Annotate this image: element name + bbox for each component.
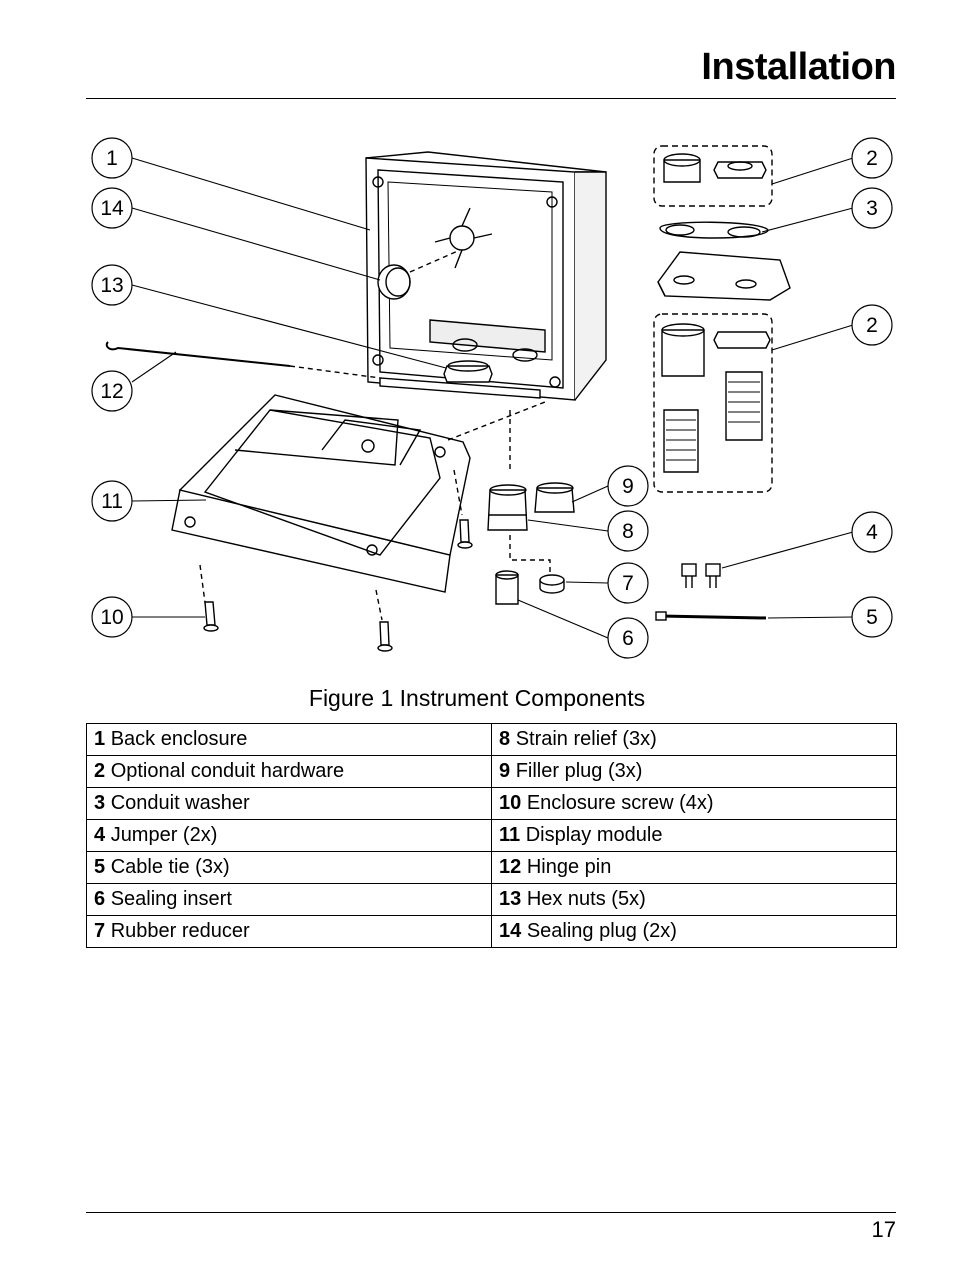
- header-divider: [86, 98, 896, 99]
- table-row: 1 Back enclosure 8 Strain relief (3x): [86, 723, 897, 756]
- page-number: 17: [871, 1217, 896, 1242]
- callout-14: 14: [100, 197, 124, 220]
- callout-5: 5: [866, 606, 878, 629]
- table-cell: 3 Conduit washer: [86, 787, 492, 820]
- table-cell: 13 Hex nuts (5x): [491, 883, 897, 916]
- item-label: Sealing insert: [110, 888, 232, 910]
- table-cell: 4 Jumper (2x): [86, 819, 492, 852]
- item-label: Hex nuts (5x): [526, 888, 646, 910]
- item-label: Strain relief (3x): [515, 728, 657, 750]
- callout-2-bottom: 2: [866, 314, 878, 337]
- table-cell: 7 Rubber reducer: [86, 915, 492, 948]
- item-label: Conduit washer: [110, 792, 250, 814]
- item-number: 2: [94, 760, 106, 782]
- callout-3: 3: [866, 197, 878, 220]
- item-number: 4: [94, 824, 106, 846]
- item-number: 12: [499, 856, 522, 878]
- item-number: 5: [94, 856, 106, 878]
- callout-12: 12: [100, 380, 123, 403]
- table-cell: 2 Optional conduit hardware: [86, 755, 492, 788]
- callout-7: 7: [622, 572, 634, 595]
- table-cell: 6 Sealing insert: [86, 883, 492, 916]
- table-cell: 1 Back enclosure: [86, 723, 492, 756]
- item-number: 3: [94, 792, 106, 814]
- item-label: Jumper (2x): [110, 824, 218, 846]
- item-number: 13: [499, 888, 522, 910]
- table-cell: 10 Enclosure screw (4x): [491, 787, 897, 820]
- callout-2-top: 2: [866, 147, 878, 170]
- exploded-view-drawing: 1 14 13 12 11 10 2 3 2 9 8 7 6 4 5: [91, 137, 893, 659]
- table-cell: 14 Sealing plug (2x): [491, 915, 897, 948]
- table-cell: 8 Strain relief (3x): [491, 723, 897, 756]
- item-number: 11: [499, 824, 521, 846]
- table-row: 7 Rubber reducer 14 Sealing plug (2x): [86, 915, 897, 948]
- item-label: Rubber reducer: [110, 920, 250, 942]
- item-number: 6: [94, 888, 106, 910]
- callout-11: 11: [101, 490, 123, 513]
- item-label: Enclosure screw (4x): [526, 792, 714, 814]
- item-number: 7: [94, 920, 106, 942]
- footer-divider: [86, 1212, 896, 1213]
- callout-8: 8: [622, 520, 634, 543]
- components-table: 1 Back enclosure 8 Strain relief (3x) 2 …: [86, 723, 897, 948]
- callout-6: 6: [622, 627, 634, 650]
- table-cell: 9 Filler plug (3x): [491, 755, 897, 788]
- table-row: 3 Conduit washer 10 Enclosure screw (4x): [86, 787, 897, 820]
- item-label: Back enclosure: [110, 728, 248, 750]
- item-label: Hinge pin: [526, 856, 612, 878]
- item-label: Display module: [525, 824, 663, 846]
- table-row: 2 Optional conduit hardware 9 Filler plu…: [86, 755, 897, 788]
- callout-9: 9: [622, 475, 634, 498]
- display-module-drawing: [171, 394, 471, 593]
- table-cell: 12 Hinge pin: [491, 851, 897, 884]
- callout-10: 10: [100, 606, 123, 629]
- callout-4: 4: [866, 521, 878, 544]
- instrument-components-figure: 1 14 13 12 11 10 2 3 2 9 8 7 6 4 5: [0, 120, 954, 680]
- item-label: Optional conduit hardware: [110, 760, 345, 782]
- table-row: 5 Cable tie (3x) 12 Hinge pin: [86, 851, 897, 884]
- figure-caption: Figure 1 Instrument Components: [308, 685, 646, 711]
- table-cell: 11 Display module: [491, 819, 897, 852]
- item-number: 14: [499, 920, 522, 942]
- item-number: 1: [94, 728, 106, 750]
- table-row: 4 Jumper (2x) 11 Display module: [86, 819, 897, 852]
- item-number: 10: [499, 792, 522, 814]
- callout-1: 1: [106, 147, 118, 170]
- table-row: 6 Sealing insert 13 Hex nuts (5x): [86, 883, 897, 916]
- item-label: Cable tie (3x): [110, 856, 230, 878]
- back-enclosure-drawing: [365, 151, 607, 401]
- page-title: Installation: [701, 46, 896, 88]
- item-number: 9: [499, 760, 511, 782]
- item-label: Filler plug (3x): [515, 760, 643, 782]
- table-cell: 5 Cable tie (3x): [86, 851, 492, 884]
- item-number: 8: [499, 728, 511, 750]
- callout-13: 13: [100, 274, 123, 297]
- item-label: Sealing plug (2x): [526, 920, 677, 942]
